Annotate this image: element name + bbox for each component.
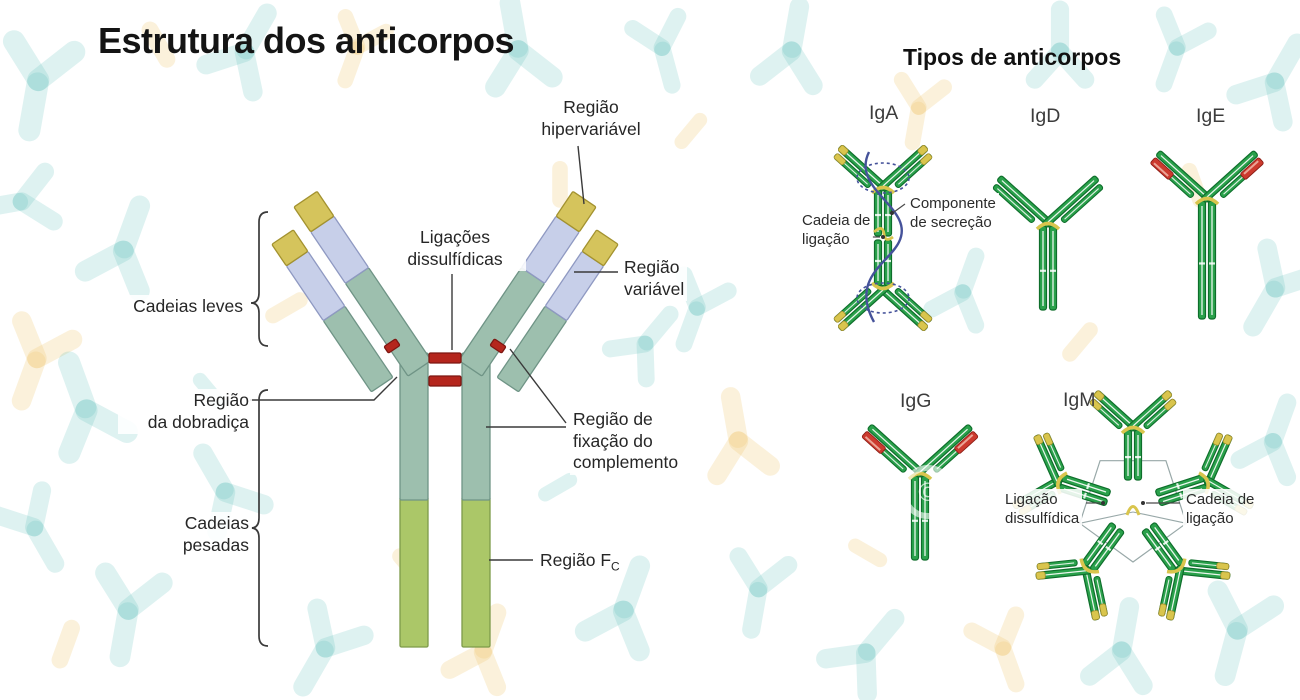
label-hinge-region: Região da dobradiça [118,389,252,435]
label-igm: IgM [1063,389,1096,411]
label-fc-region-text: Região F [540,550,612,570]
label-disulfide-bonds: Ligações dissulfídicas [384,226,526,272]
label-variable-region: Região variável [621,256,688,302]
page-title: Estrutura dos anticorpos [98,20,515,61]
label-fc-region: Região FC [537,549,623,576]
label-complement-fixation-region: Região de fixação do complemento [570,408,682,476]
svg-text:©: © [918,477,937,507]
label-fc-region-subscript: C [611,559,620,574]
label-ige: IgE [1196,105,1226,127]
section-title-antibody-types: Tipos de anticorpos [903,44,1122,70]
label-igd: IgD [1030,105,1061,127]
label-igm-j-chain: Cadeia de ligação [1183,489,1258,530]
label-iga-secretory-component: Componente de secreção [907,193,999,234]
label-light-chains: Cadeias leves [108,295,246,319]
label-igg: IgG [900,390,932,412]
label-hypervariable-region: Região hipervariável [512,96,670,142]
label-igm-disulfide-bond: Ligação dissulfídica [1002,489,1083,530]
label-iga: IgA [869,102,899,124]
label-heavy-chains: Cadeias pesadas [148,512,252,558]
label-iga-j-chain: Cadeia de ligação [799,210,874,251]
